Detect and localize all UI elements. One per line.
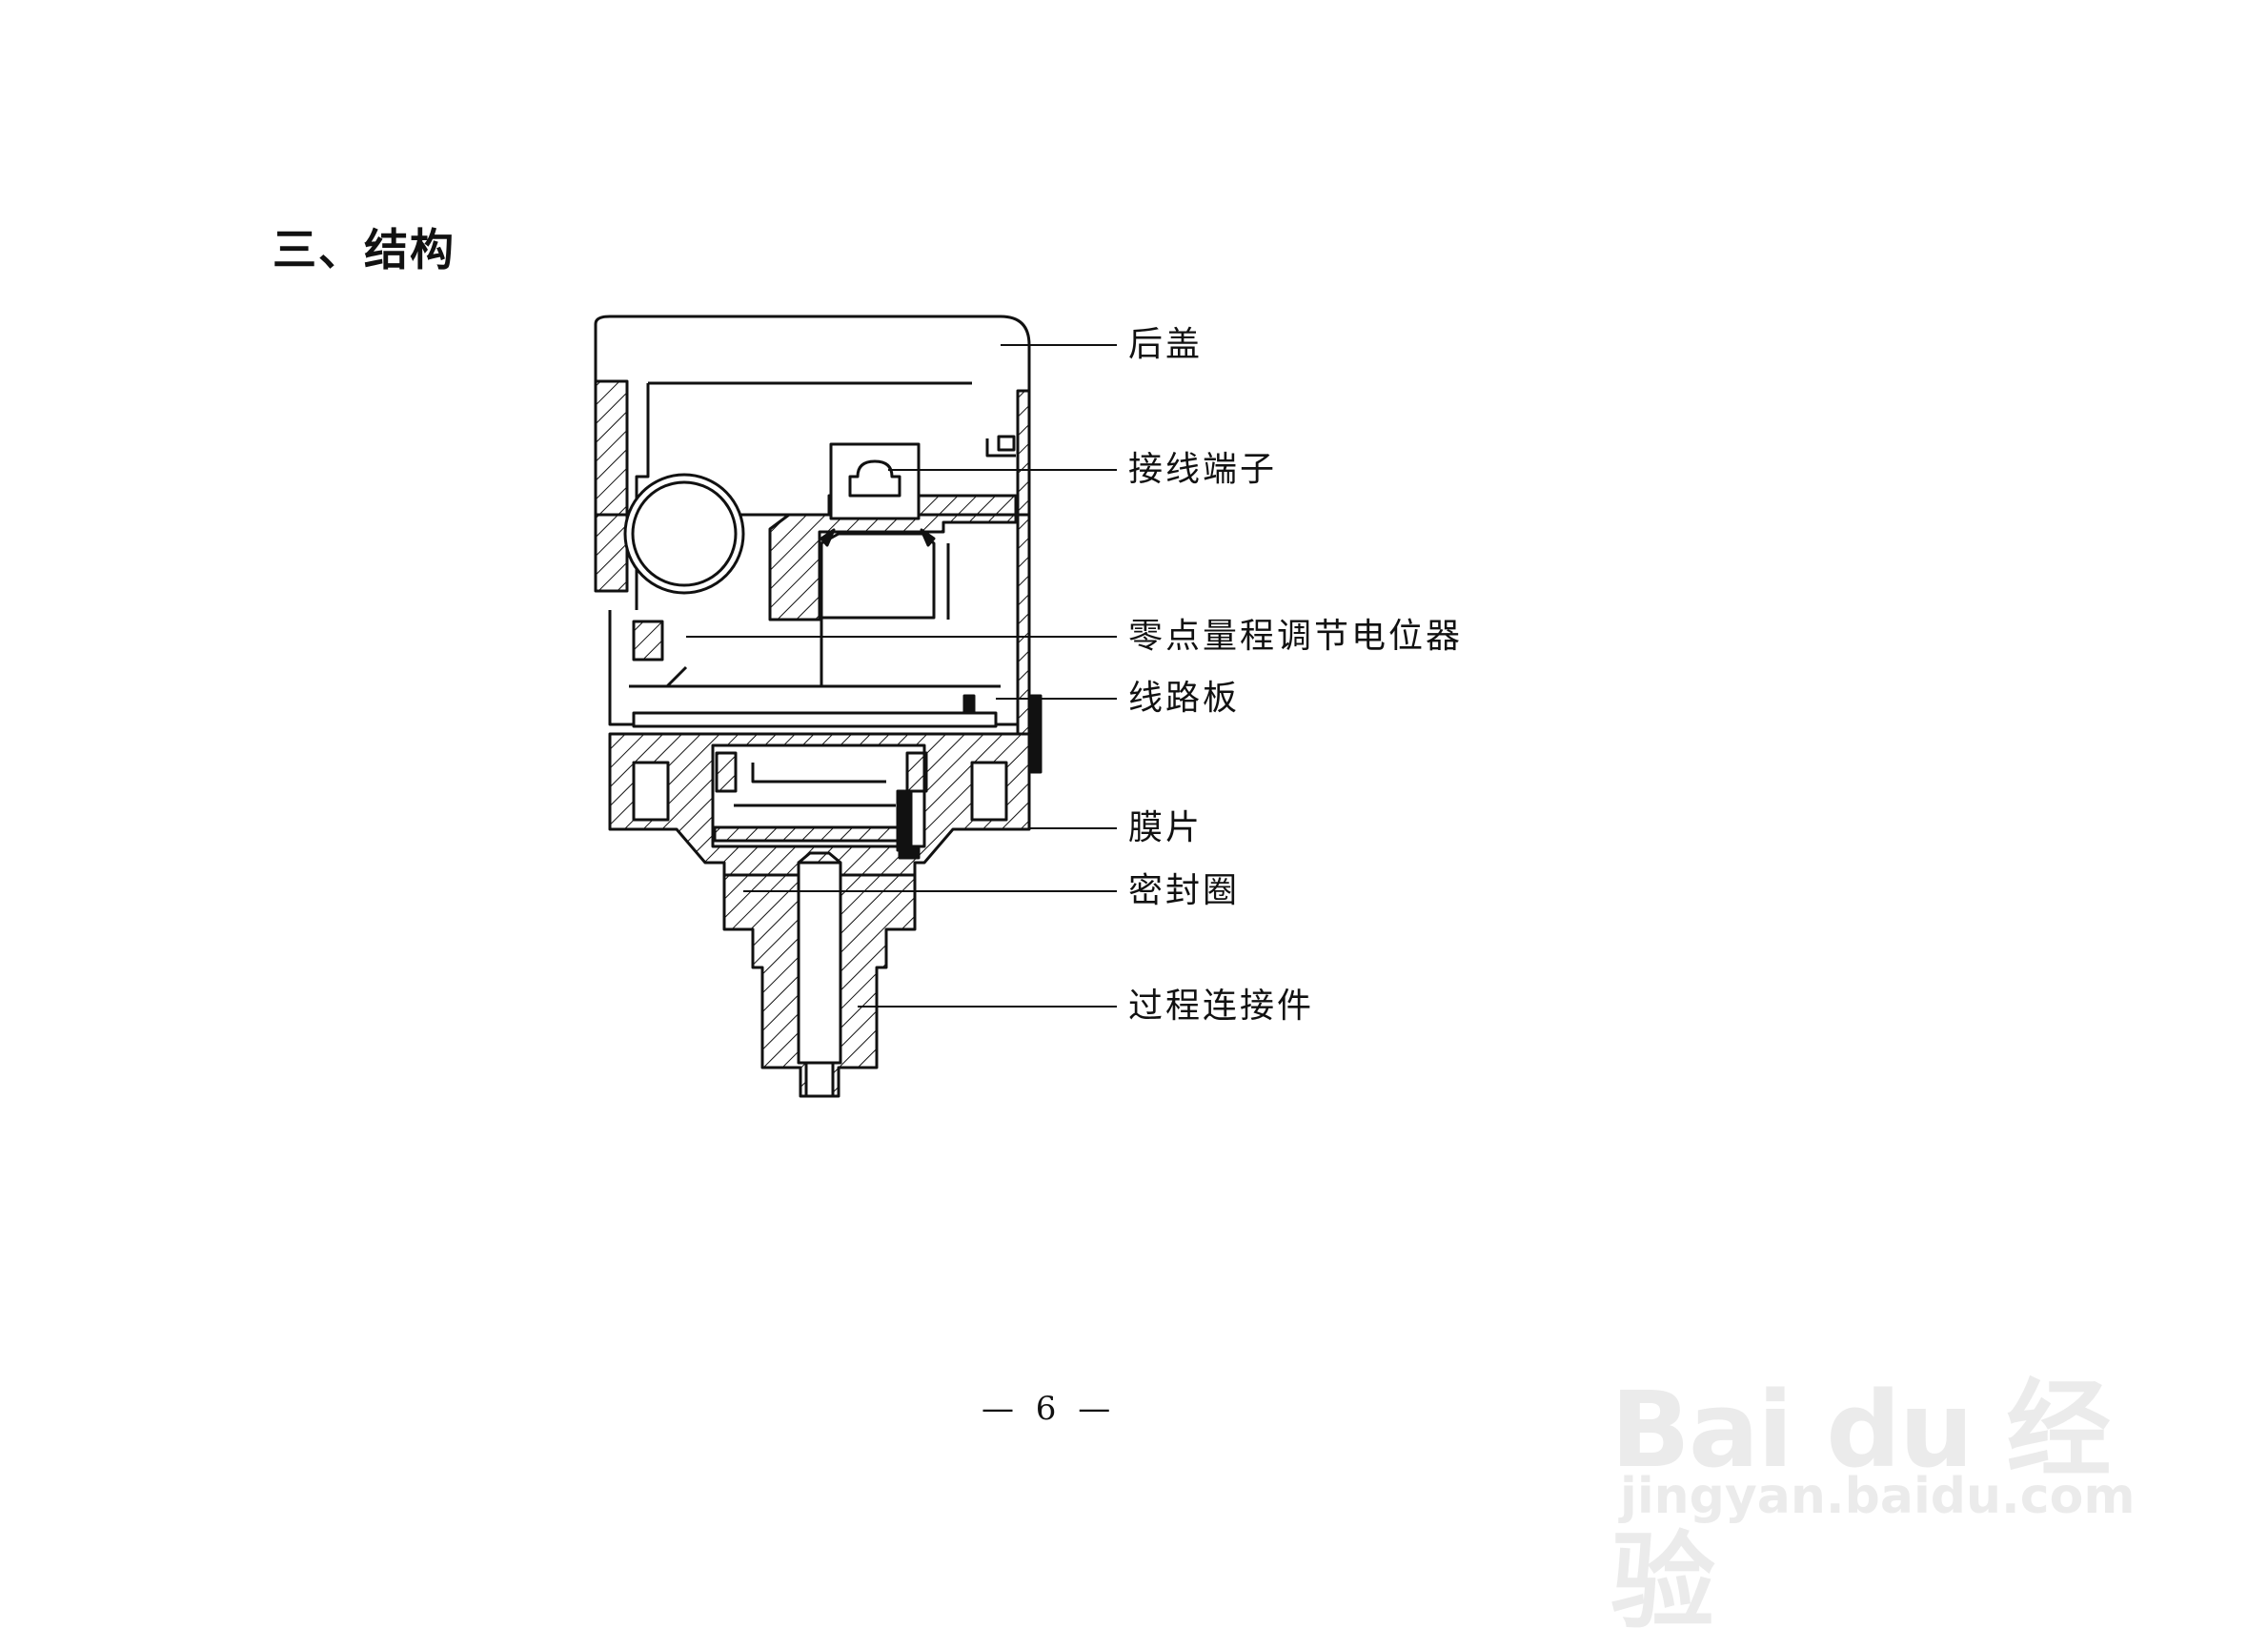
seal-ring-shape: [896, 789, 913, 852]
cover-left-wall: [594, 379, 629, 593]
terminal-block: [829, 442, 921, 520]
page-number: — 6 —: [982, 1390, 1117, 1428]
leader-lines: [686, 344, 1117, 1008]
housing: [594, 315, 1043, 1098]
label-zero-span-pot: 零点量程调节电位器: [1128, 617, 1464, 656]
label-seal-ring: 密封圈: [1128, 871, 1241, 910]
watermark-url: jingyan.baidu.com: [1620, 1468, 2136, 1525]
label-terminal: 接线端子: [1128, 450, 1278, 489]
cable-gland: [623, 473, 745, 595]
label-process-connector: 过程连接件: [1128, 987, 1315, 1026]
cover-right-wall: [1016, 389, 1031, 736]
baidu-watermark: Bai du 经验 jingyan.baidu.com: [1610, 1268, 2144, 1643]
inner-divider: [768, 494, 1018, 621]
circuit-board-shape: [632, 711, 998, 728]
label-diaphragm: 膜片: [1128, 808, 1204, 847]
label-circuit-board: 线路板: [1128, 679, 1241, 718]
diaphragm-shape: [713, 825, 907, 843]
pressure-transmitter-diagram: [594, 315, 1117, 1098]
label-back-cover: 后盖: [1128, 325, 1204, 364]
section-title: 三、结构: [273, 224, 456, 275]
